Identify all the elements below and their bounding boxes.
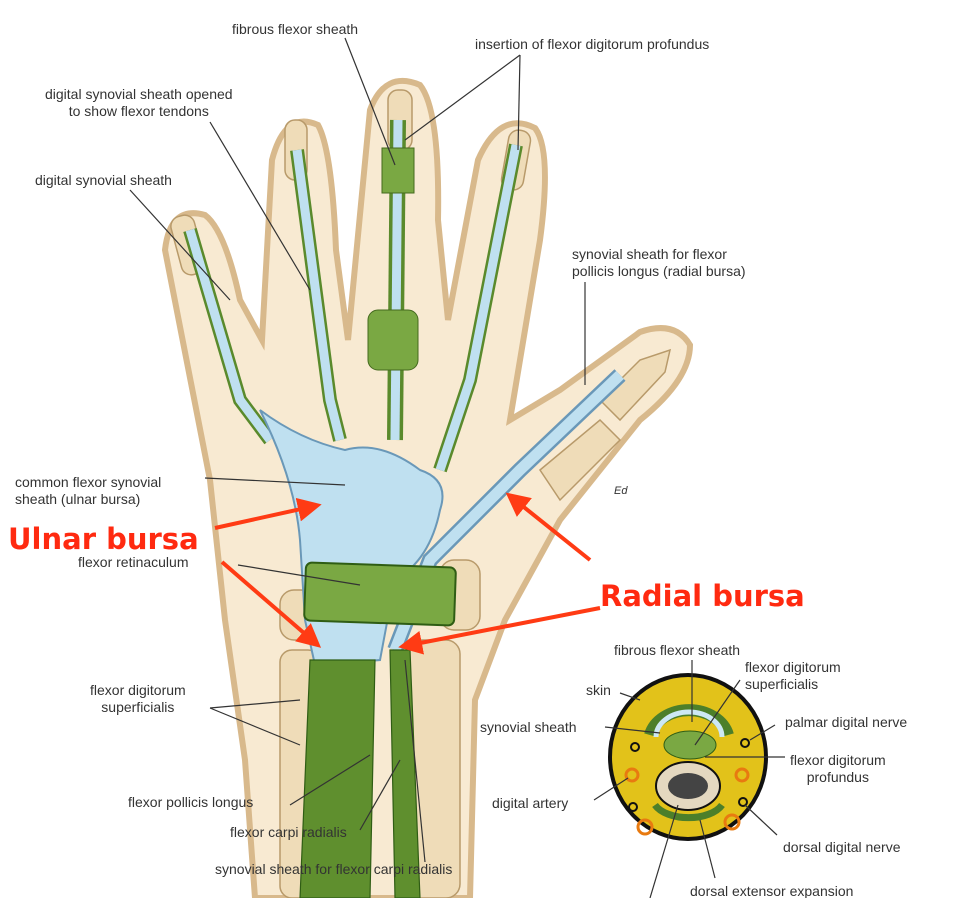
label-common-flexor-sheath: common flexor synovial sheath (ulnar bur… xyxy=(15,474,161,508)
label-fcr-sheath: synovial sheath for flexor carpi radiali… xyxy=(215,861,453,877)
finger-cross-section xyxy=(608,673,768,841)
label-line: digital synovial sheath opened xyxy=(45,86,233,102)
annotation-arrows xyxy=(214,492,601,655)
label-line: sheath (ulnar bursa) xyxy=(15,491,141,507)
label-line: flexor digitorum xyxy=(90,682,186,698)
label-fcr: flexor carpi radialis xyxy=(230,824,347,840)
label-line: pollicis longus (radial bursa) xyxy=(572,263,746,279)
label-radial-bursa-sheath: synovial sheath for flexor pollicis long… xyxy=(572,246,746,280)
label-digital-synovial-sheath: digital synovial sheath xyxy=(35,172,172,188)
xs-label-digital-artery: digital artery xyxy=(492,795,569,811)
label-fibrous-flexor-sheath: fibrous flexor sheath xyxy=(232,21,359,37)
label-line: superficialis xyxy=(745,676,819,692)
label-line: flexor digitorum xyxy=(745,659,841,675)
xs-label-synovial-sheath: synovial sheath xyxy=(480,719,577,735)
label-fds: flexor digitorum superficialis xyxy=(90,682,186,716)
xs-label-dorsal-digital-nerve: dorsal digital nerve xyxy=(783,839,901,855)
xs-label-dorsal-extensor-expansion: dorsal extensor expansion xyxy=(690,883,854,898)
label-line: common flexor synovial xyxy=(15,474,162,490)
leader-lines xyxy=(129,37,586,863)
cross-section-leaders xyxy=(593,660,785,898)
xs-label-fdp: flexor digitorum profundus xyxy=(790,752,886,786)
artist-signature: Ed xyxy=(614,485,628,497)
label-line: flexor digitorum xyxy=(790,752,886,768)
label-line: profundus xyxy=(806,769,869,785)
label-flexor-retinaculum: flexor retinaculum xyxy=(78,554,189,570)
label-line: superficialis xyxy=(101,699,175,715)
xs-label-fds: flexor digitorum superficialis xyxy=(745,659,841,693)
xs-label-skin: skin xyxy=(586,682,611,698)
ulnar-bursa-annotation: Ulnar bursa xyxy=(8,522,199,556)
digital-sheaths xyxy=(183,119,523,473)
forearm-tendons xyxy=(299,649,421,898)
label-digital-sheath-opened: digital synovial sheath opened to show f… xyxy=(45,86,233,120)
xs-label-palmar-digital-nerve: palmar digital nerve xyxy=(785,714,908,730)
label-fpl: flexor pollicis longus xyxy=(128,794,254,810)
label-line: synovial sheath for flexor xyxy=(572,246,727,262)
flexor-retinaculum xyxy=(303,561,457,627)
label-line: to show flexor tendons xyxy=(68,103,209,119)
label-insertion-fdp: insertion of flexor digitorum profundus xyxy=(475,36,710,52)
xs-label-fibrous-flexor-sheath: fibrous flexor sheath xyxy=(614,642,741,658)
radial-bursa-annotation: Radial bursa xyxy=(600,579,805,613)
